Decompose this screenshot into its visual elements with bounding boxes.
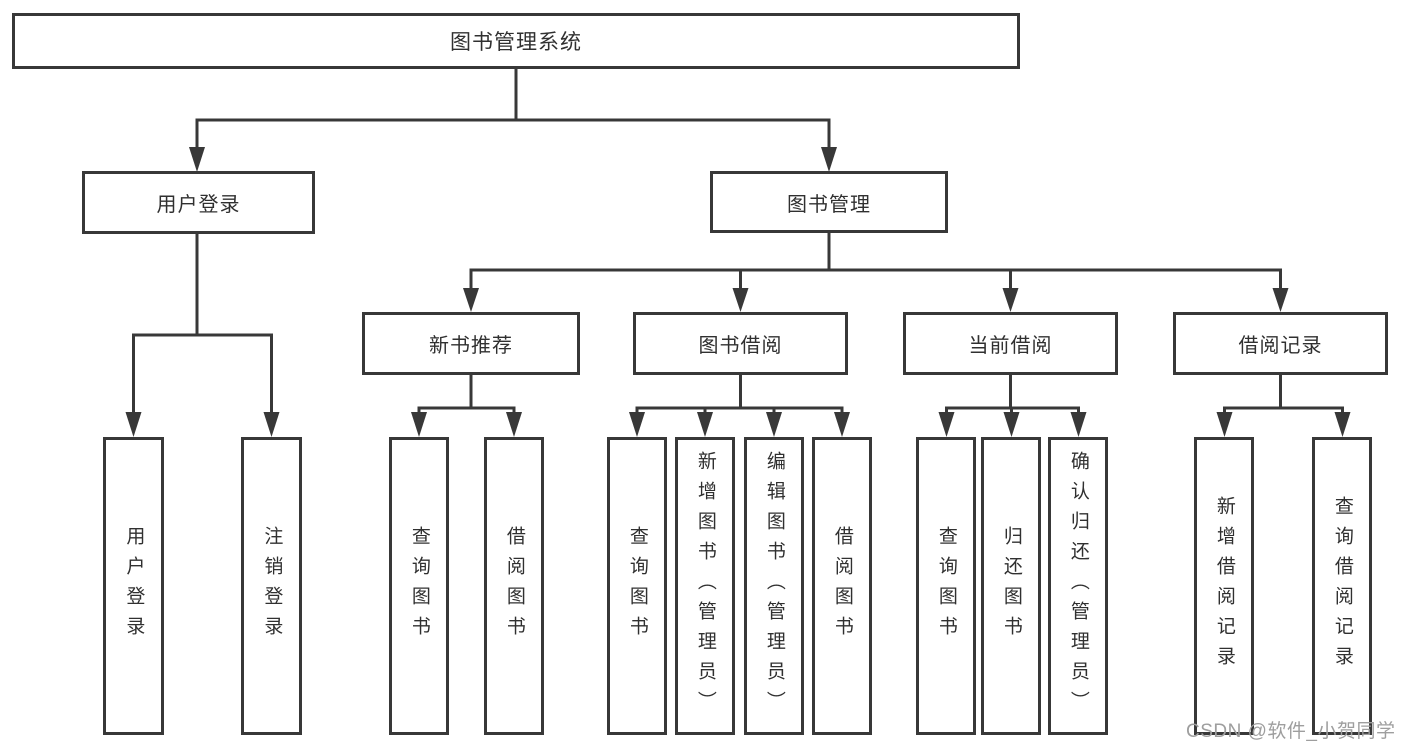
leaf-current-query-books-label: 查询图书	[935, 526, 957, 646]
csdn-watermark: CSDN @软件_小贺同学	[1186, 721, 1396, 742]
leaf-user-login-label: 用户登录	[123, 526, 145, 646]
leaf-borrowing-add-book-admin: 新增图书（管理员）	[675, 437, 735, 735]
leaf-newbook-borrow-books: 借阅图书	[484, 437, 544, 735]
leaf-newbook-query-books: 查询图书	[389, 437, 449, 735]
leaf-borrowing-query-books-label: 查询图书	[626, 526, 648, 646]
connector-book-mgmt-to-level3	[463, 232, 1289, 312]
node-borrowing-records-label: 借阅记录	[1238, 335, 1323, 357]
leaf-user-login: 用户登录	[103, 437, 164, 735]
leaf-logout-label: 注销登录	[261, 526, 283, 646]
node-book-management: 图书管理	[710, 171, 948, 233]
connector-user-login-branch	[125, 234, 280, 437]
node-new-book-recommend-label: 新书推荐	[429, 335, 513, 357]
connector-root-to-level2	[189, 68, 837, 172]
leaf-current-confirm-return-admin: 确认归还（管理员）	[1048, 437, 1108, 735]
node-current-borrowing-label: 当前借阅	[968, 335, 1053, 357]
leaf-borrowing-add-book-admin-label: 新增图书（管理员）	[694, 451, 716, 721]
node-book-management-label: 图书管理	[787, 193, 871, 216]
leaf-records-query-record: 查询借阅记录	[1312, 437, 1372, 735]
connector-current-borrowing-branch	[938, 375, 1087, 437]
leaf-records-add-record-label: 新增借阅记录	[1213, 496, 1235, 676]
node-root: 图书管理系统	[12, 13, 1020, 69]
leaf-records-query-record-label: 查询借阅记录	[1331, 496, 1353, 676]
node-book-borrowing: 图书借阅	[633, 312, 848, 375]
leaf-borrowing-edit-book-admin-label: 编辑图书（管理员）	[763, 451, 785, 721]
node-new-book-recommend: 新书推荐	[362, 312, 580, 375]
connector-new-book-branch	[411, 375, 522, 437]
leaf-current-return-books: 归还图书	[981, 437, 1041, 735]
node-user-login: 用户登录	[82, 171, 315, 234]
node-user-login-label: 用户登录	[156, 194, 241, 216]
leaf-borrowing-borrow-books: 借阅图书	[812, 437, 872, 735]
node-borrowing-records: 借阅记录	[1173, 312, 1388, 375]
leaf-newbook-borrow-books-label: 借阅图书	[503, 526, 525, 646]
leaf-borrowing-query-books: 查询图书	[607, 437, 667, 735]
leaf-current-confirm-return-admin-label: 确认归还（管理员）	[1067, 451, 1089, 721]
leaf-borrowing-edit-book-admin: 编辑图书（管理员）	[744, 437, 804, 735]
leaf-logout: 注销登录	[241, 437, 302, 735]
node-current-borrowing: 当前借阅	[903, 312, 1118, 375]
connector-book-borrowing-branch	[629, 375, 850, 437]
leaf-newbook-query-books-label: 查询图书	[408, 526, 430, 646]
node-root-label: 图书管理系统	[450, 31, 582, 54]
node-book-borrowing-label: 图书借阅	[698, 335, 783, 357]
leaf-current-query-books: 查询图书	[916, 437, 976, 735]
connector-borrowing-records-branch	[1216, 375, 1351, 437]
leaf-borrowing-borrow-books-label: 借阅图书	[831, 526, 853, 646]
leaf-records-add-record: 新增借阅记录	[1194, 437, 1254, 735]
leaf-current-return-books-label: 归还图书	[1000, 526, 1022, 646]
